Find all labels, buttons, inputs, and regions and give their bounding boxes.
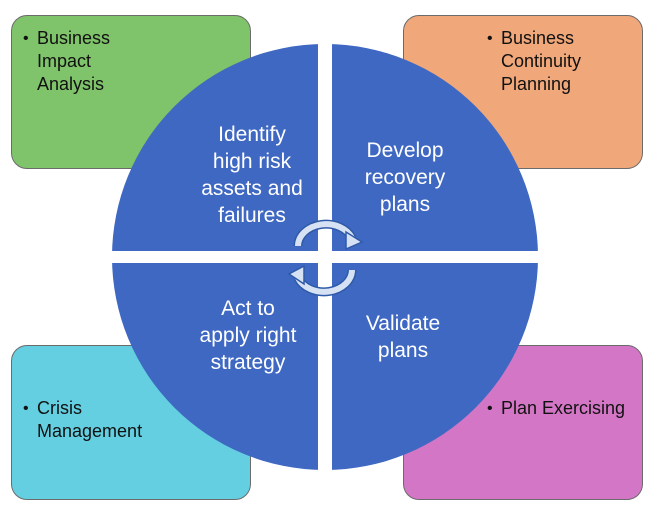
identify-risk-label: Identify high risk assets and failures [201, 123, 303, 227]
bullet-icon: • [487, 400, 493, 417]
quadrant-bottom-left [112, 257, 325, 470]
quadrant-top-left [112, 44, 325, 257]
horizontal-divider [104, 251, 546, 263]
crisis-management-item: • Crisis Management [23, 397, 142, 443]
plan-exercising-item: • Plan Exercising [487, 397, 625, 420]
quadrant-bottom-right [325, 257, 538, 470]
plan-exercising-label: Plan Exercising [501, 398, 626, 418]
cycle-arrows-icon [287, 219, 364, 297]
business-impact-analysis-label: Business Impact Analysis [37, 28, 111, 94]
validate-plans-label: Validate plans [365, 312, 441, 362]
business-continuity-planning-label: Business Continuity Planning [501, 28, 582, 94]
bullet-icon: • [23, 400, 29, 417]
business-continuity-planning-item: • Business Continuity Planning [487, 27, 581, 96]
quadrant-top-right [325, 44, 538, 257]
develop-recovery-plans-label: Develop recovery plans [364, 139, 446, 216]
bullet-icon: • [487, 30, 493, 47]
quadrant-circle [104, 38, 546, 478]
business-impact-analysis-item: • Business Impact Analysis [23, 27, 110, 96]
crisis-management-label: Crisis Management [37, 398, 143, 441]
bullet-icon: • [23, 30, 29, 47]
act-to-apply-strategy-label: Act to apply right strategy [199, 297, 297, 374]
